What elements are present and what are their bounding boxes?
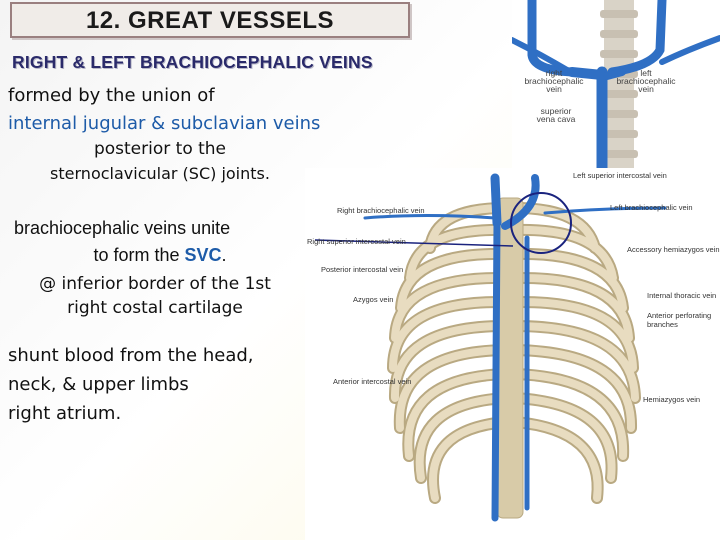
top-label-left-2: brachiocephalic [616, 76, 676, 86]
thorax-veins [363, 173, 667, 522]
top-label-svc-1: superior [541, 106, 572, 116]
slide-title: 12. GREAT VESSELS [10, 2, 410, 38]
svc-highlight: SVC [184, 245, 222, 265]
label-left-brachiocephalic: Left brachiocephalic vein [610, 203, 693, 212]
label-azygos: Azygos vein [353, 295, 393, 304]
text-line-4: sternoclavicular (SC) joints. [50, 164, 270, 183]
text-line-5: brachiocephalic veins unite [14, 218, 231, 238]
top-label-left-1: left [640, 68, 652, 78]
top-label-right-3: vein [546, 84, 562, 94]
label-posterior-intercostal: Posterior intercostal vein [321, 265, 403, 274]
label-anterior-intercostal: Anterior intercostal vein [333, 377, 411, 386]
top-label-right-1: right [546, 68, 563, 78]
top-label-svc-2: vena cava [537, 114, 576, 124]
text-line-6-pre: to form the [93, 245, 185, 265]
text-line-11: right atrium. [8, 403, 122, 424]
text-line-6-post: . [221, 245, 227, 265]
label-right-superior-intercostal: Right superior intercostal vein [307, 237, 406, 246]
text-line-7: @ inferior border of the 1st [39, 274, 271, 294]
top-vein-illustration: right brachiocephalic vein left brachioc… [512, 0, 720, 170]
text-line-3: posterior to the [93, 139, 227, 159]
thorax-vein-illustration: Left superior intercostal vein Right bra… [305, 168, 720, 540]
label-anterior-perforating-1: Anterior perforating [647, 311, 711, 320]
text-line-9: shunt blood from the head, [8, 345, 254, 366]
label-anterior-perforating-2: branches [647, 320, 678, 329]
slide-subtitle: RIGHT & LEFT BRACHIOCEPHALIC VEINS [12, 52, 373, 72]
top-label-left-3: vein [638, 84, 654, 94]
label-left-superior-intercostal: Left superior intercostal vein [573, 171, 667, 180]
text-line-8: right costal cartilage [67, 298, 243, 318]
label-right-brachiocephalic: Right brachiocephalic vein [337, 206, 425, 215]
top-label-right-2: brachiocephalic [524, 76, 584, 86]
vein-graphic [512, 0, 720, 170]
ribcage-graphic [387, 202, 641, 504]
text-line-6: to form the SVC. [0, 245, 320, 266]
label-hemiazygos: Hemiazygos vein [643, 395, 700, 404]
label-internal-thoracic: Internal thoracic vein [647, 291, 716, 300]
pointer-line [314, 239, 514, 247]
text-line-2: internal jugular & subclavian veins [8, 113, 321, 134]
label-accessory-hemiazygos: Accessory hemiazygos vein [627, 245, 720, 254]
text-line-10: neck, & upper limbs [8, 374, 189, 395]
text-line-1: formed by the union of [8, 85, 215, 106]
highlight-circle [510, 192, 572, 254]
